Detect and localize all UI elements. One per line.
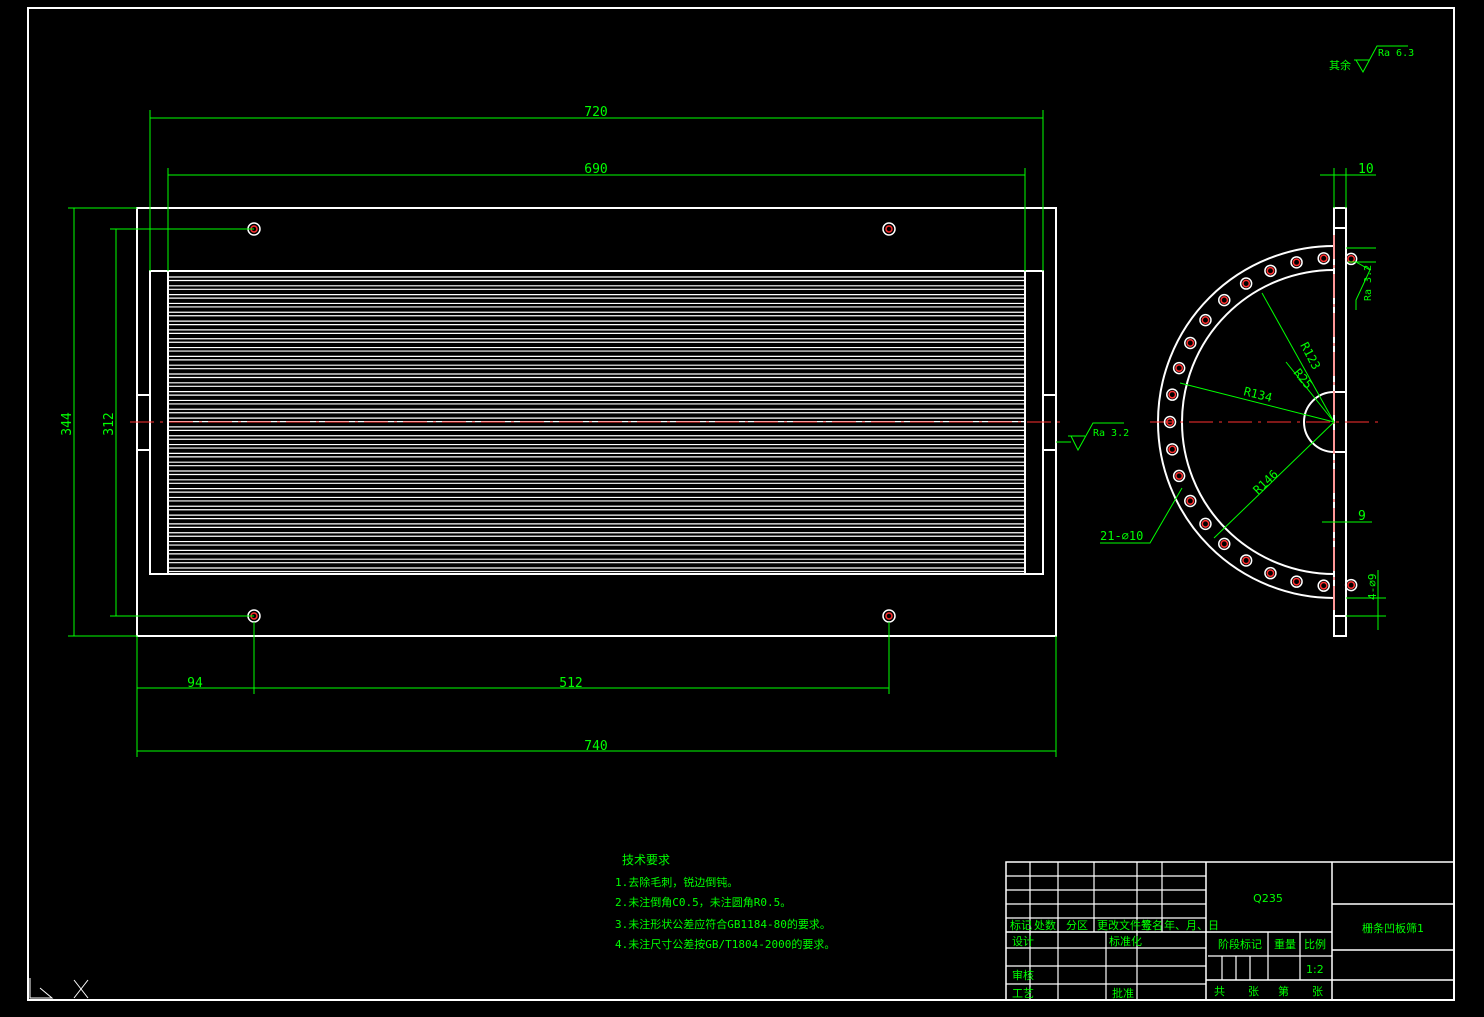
dim-512-label: 512 [559, 676, 582, 691]
ring-hole [1163, 415, 1177, 429]
tb-role-approve: 批准 [1112, 986, 1134, 1000]
tb-sheet-no: 第 [1278, 984, 1289, 998]
ring-hole [1172, 361, 1186, 375]
tb-header-sign: 签名 [1141, 918, 1163, 932]
ring-hole [1264, 566, 1277, 580]
mount-hole-top-right [882, 222, 896, 236]
ring-hole [1166, 388, 1179, 401]
dim-10-label: 10 [1358, 162, 1374, 177]
roughness-front-label: Ra 3.2 [1093, 428, 1129, 439]
tb-role-design: 设计 [1012, 935, 1034, 948]
title-block-frame [1005, 861, 1455, 1001]
holes-ring-leader [1100, 487, 1183, 544]
tb-sheet-total: 共 [1214, 985, 1225, 998]
radius-123-leader [1261, 292, 1335, 423]
roughness-general-ra: Ra 6.3 [1378, 48, 1414, 59]
ring-holes [1163, 252, 1358, 592]
ring-hole [1264, 264, 1277, 278]
ring-hole [1199, 313, 1212, 327]
radius-146-leader [1213, 421, 1335, 539]
dim-720: 720 [149, 105, 1044, 271]
dim-4-holes: 4-⌀9 [1346, 570, 1386, 630]
side-view: R123 R25 R134 R146 21-⌀10 10 9 4-⌀9 [1100, 162, 1386, 637]
dim-4-holes-label: 4-⌀9 [1366, 574, 1379, 601]
radius-134-leader [1179, 382, 1335, 423]
tb-header-count: 处数 [1034, 919, 1056, 932]
grate-bars [168, 276, 1025, 573]
ring-hole [1184, 494, 1197, 508]
tech-req-item-3: 3.未注形状公差应符合GB1184-80的要求。 [615, 917, 831, 931]
dim-9-label: 9 [1358, 509, 1366, 524]
dim-690-label: 690 [584, 162, 607, 177]
centre-relief-arc [1303, 391, 1335, 453]
holes-ring-label: 21-⌀10 [1100, 529, 1143, 543]
dim-312-label: 312 [102, 412, 117, 435]
ring-hole [1344, 252, 1358, 266]
dim-9: 9 [1322, 509, 1372, 524]
tech-req-item-2: 2.未注倒角C0.5，未注圆角R0.5。 [615, 895, 791, 909]
dim-690: 690 [167, 162, 1026, 271]
radius-25-leader [1285, 361, 1335, 423]
ring-hole [1184, 336, 1197, 350]
tb-sheet-unit: 张 [1248, 985, 1259, 998]
tb-role-review: 审核 [1012, 968, 1034, 982]
ring-hole [1218, 537, 1231, 551]
dim-720-label: 720 [584, 105, 607, 120]
tech-req-item-4: 4.未注尺寸公差按GB/T1804-2000的要求。 [615, 937, 835, 951]
ring-hole [1172, 469, 1186, 483]
radius-146-label: R146 [1250, 467, 1281, 497]
dim-740: 740 [137, 636, 1057, 757]
tb-sheet-unit2: 张 [1312, 985, 1323, 998]
ring-hole [1317, 252, 1330, 265]
tech-req-title: 技术要求 [622, 853, 670, 867]
dim-344: 344 [60, 207, 137, 637]
tb-stage-mark: 阶段标记 [1218, 937, 1262, 951]
roughness-symbol-side: Ra 3.2 [1346, 247, 1376, 310]
roughness-side-label: Ra 3.2 [1363, 265, 1374, 301]
tb-ratio: 比例 [1304, 937, 1326, 951]
tb-material: Q235 [1253, 892, 1283, 905]
tb-weight: 重量 [1274, 937, 1296, 951]
tb-part-name: 栅条凹板筛1 [1362, 921, 1424, 935]
ring-hole [1239, 554, 1253, 567]
mount-hole-bottom-right [882, 609, 896, 623]
dim-344-label: 344 [60, 412, 75, 436]
tb-scale: 1:2 [1306, 963, 1324, 976]
tb-role-standard: 标准化 [1109, 934, 1142, 948]
flange-plate [1333, 207, 1347, 637]
tb-role-process: 工艺 [1012, 987, 1034, 1000]
ring-hole [1199, 517, 1212, 531]
tb-header-docno: 更改文件号 [1097, 918, 1152, 932]
tb-header-mark: 标记 [1010, 918, 1032, 932]
technical-requirements: 技术要求 1.去除毛刺，锐边倒钝。 2.未注倒角C0.5，未注圆角R0.5。 3… [615, 853, 835, 951]
dim-94-label: 94 [187, 676, 203, 691]
dim-740-label: 740 [584, 739, 607, 754]
dim-312: 312 [102, 228, 254, 617]
ring-hole [1344, 578, 1358, 592]
tech-req-item-1: 1.去除毛刺，锐边倒钝。 [615, 875, 738, 889]
dim-94-512: 94 512 [136, 622, 890, 757]
ring-hole [1290, 256, 1303, 269]
title-block: 标记 处数 分区 更改文件号 签名 年、月、日 设计 标准化 审核 工艺 批准 … [1005, 861, 1455, 1001]
ring-hole [1218, 293, 1231, 307]
inner-frame [149, 270, 1044, 575]
tb-header-zone: 分区 [1066, 919, 1088, 932]
ring-hole [1166, 443, 1179, 456]
roughness-general-prefix: 其余 [1329, 58, 1351, 72]
ucs-icon [29, 978, 89, 999]
front-view: 720 690 344 312 94 [60, 105, 1129, 757]
dim-10: 10 [1320, 162, 1376, 208]
ring-hole [1239, 277, 1253, 290]
tb-header-date: 年、月、日 [1164, 918, 1219, 932]
ring-hole [1290, 575, 1303, 588]
ring-hole [1317, 579, 1330, 592]
drawing-frame [27, 7, 1455, 1001]
roughness-general-note: 其余 Ra 6.3 [1329, 45, 1414, 74]
radius-134-label: R134 [1242, 384, 1273, 405]
roughness-symbol-front: Ra 3.2 [1056, 422, 1129, 452]
